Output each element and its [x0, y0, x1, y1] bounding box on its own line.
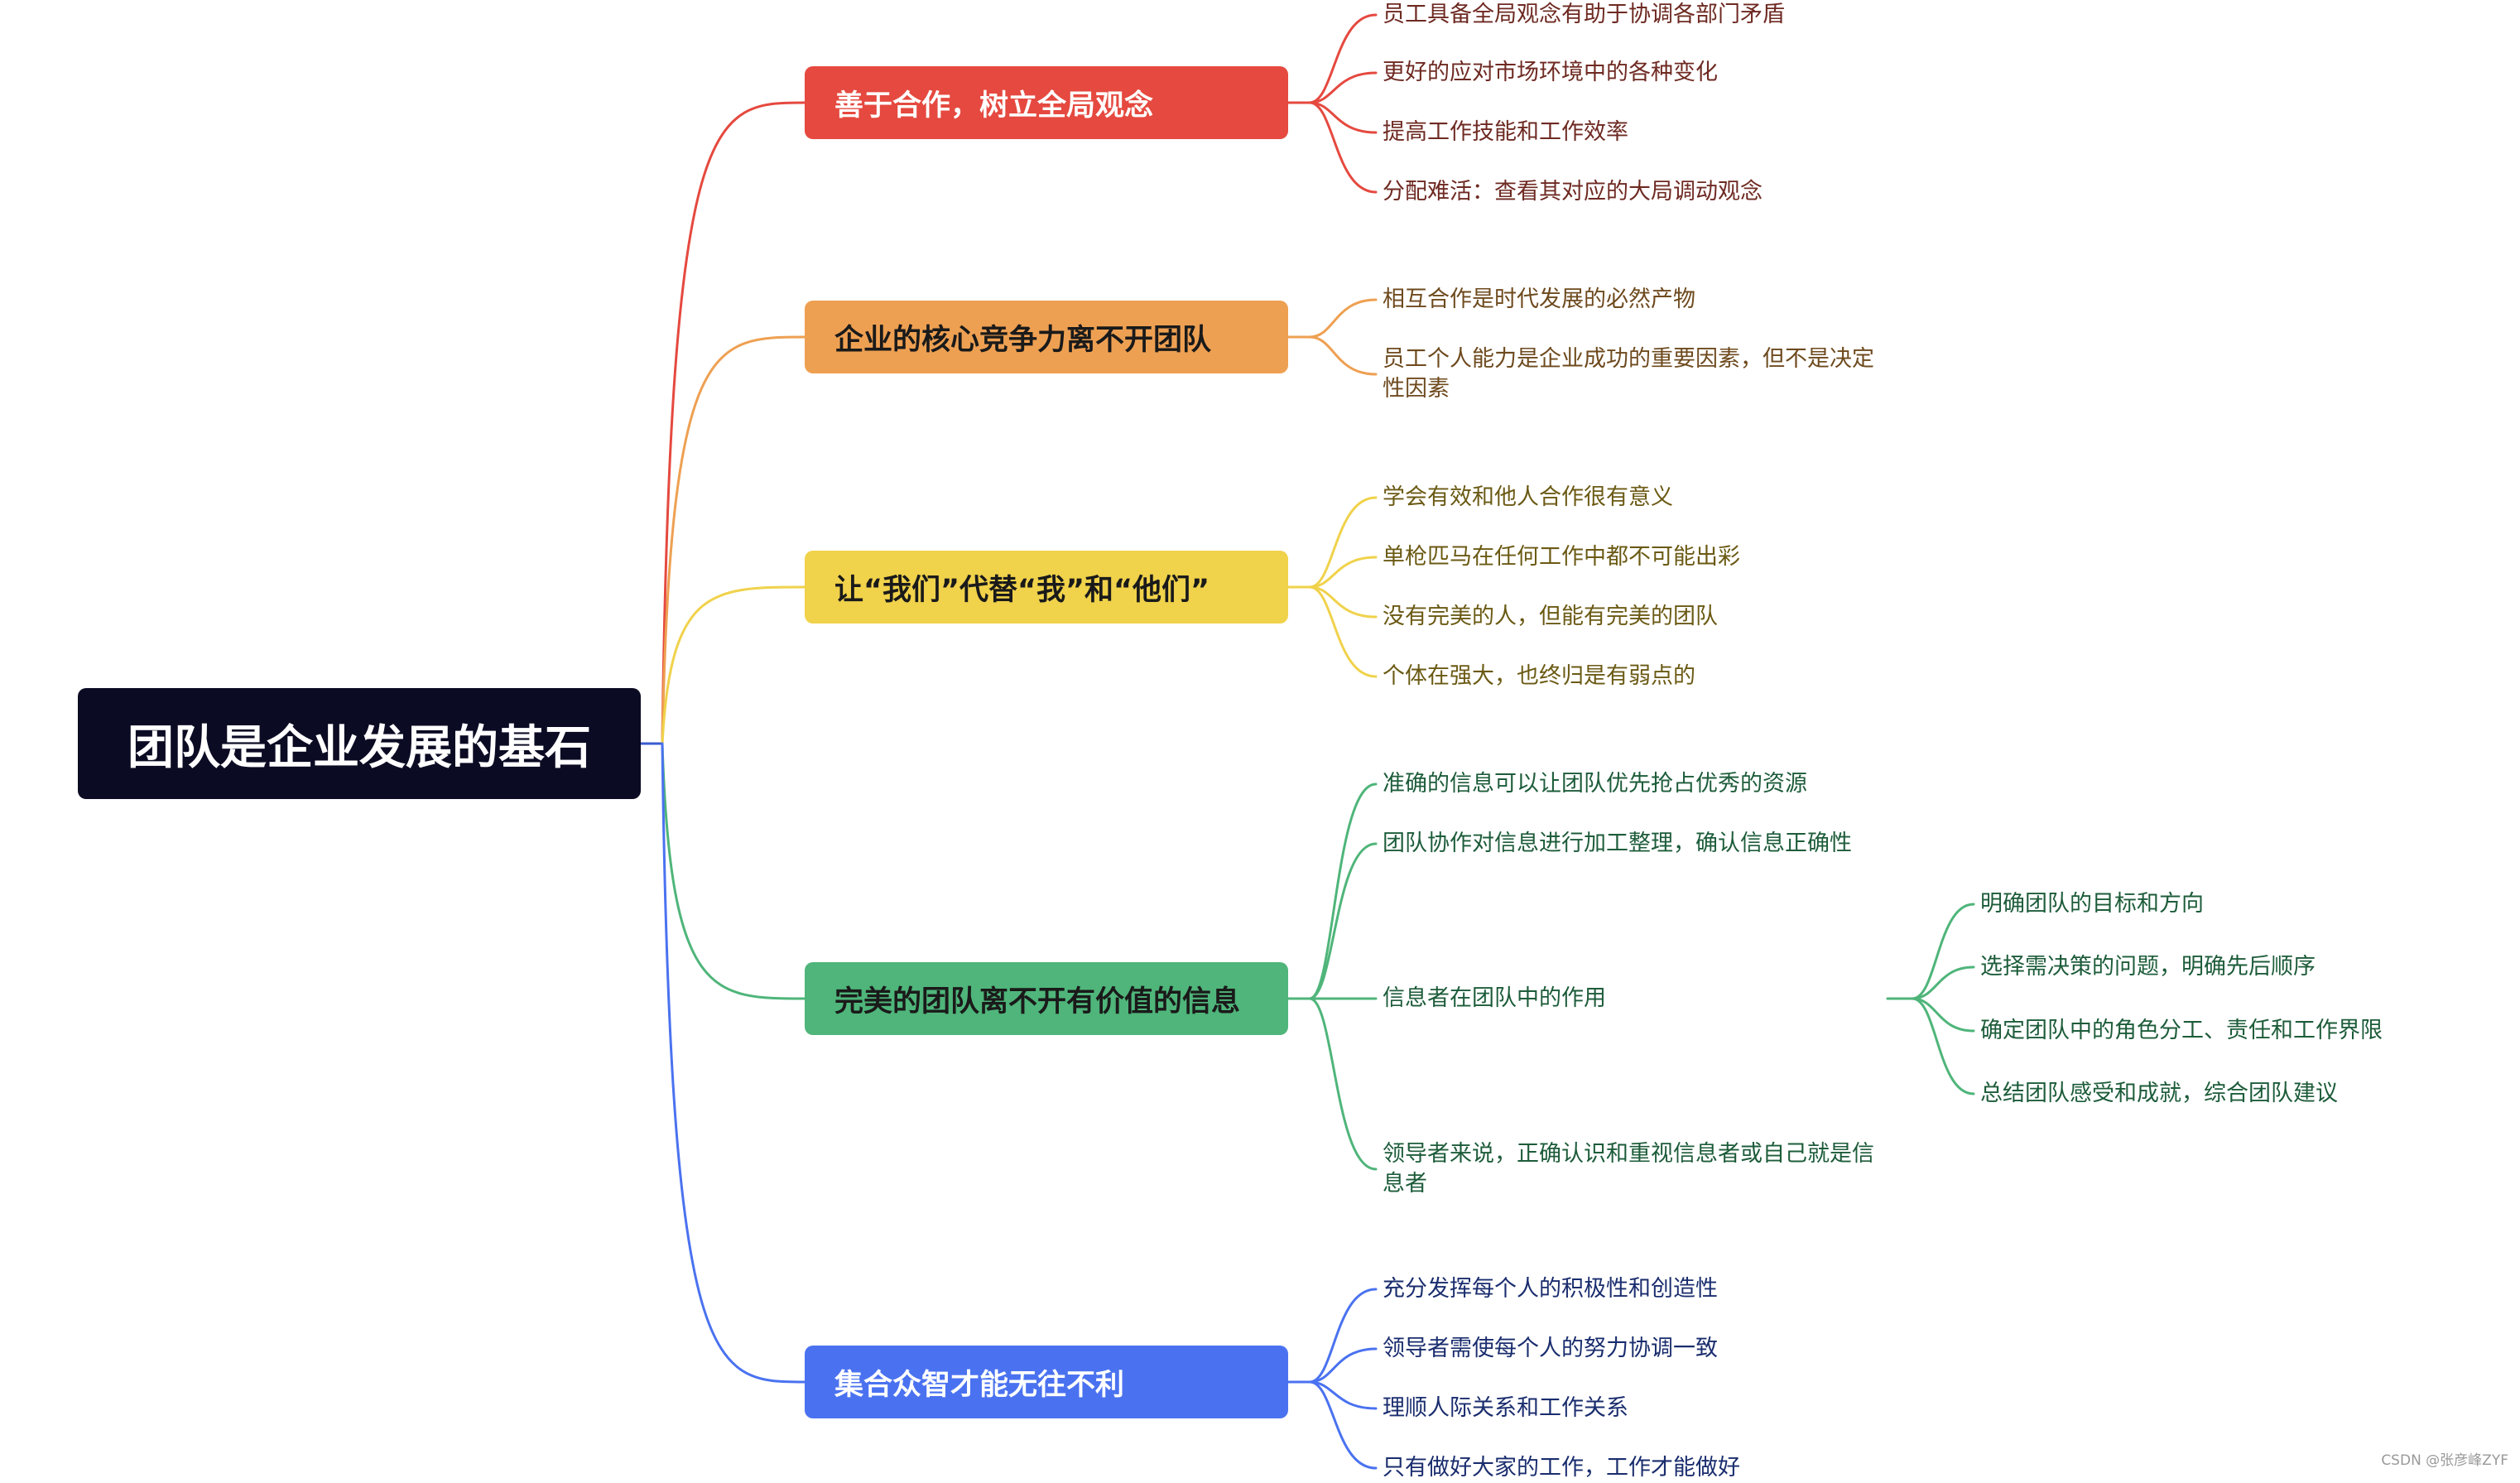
connector-line [1308, 1347, 1378, 1384]
branch-we-instead-of-me[interactable]: 让“我们”代替“我”和“他们” [805, 551, 1288, 624]
leaf-node[interactable]: 充分发挥每个人的积极性和创造性 [1383, 1276, 1718, 1302]
leaf-node[interactable]: 领导者来说，正确认识和重视信息者或自己就是信息者 [1383, 1141, 1874, 1197]
connector-line [1308, 585, 1378, 678]
leaf-node[interactable]: 更好的应对市场环境中的各种变化 [1383, 60, 1718, 85]
connector-line [1911, 997, 1975, 1033]
leaf-node[interactable]: 信息者在团队中的作用 [1383, 985, 1606, 1011]
sub-leaf-node[interactable]: 总结团队感受和成就，综合团队建议 [1980, 1081, 2338, 1106]
connector-line [661, 585, 806, 745]
connector-line [1308, 71, 1378, 104]
branch-collective-wisdom[interactable]: 集合众智才能无往不利 [805, 1346, 1288, 1418]
connector-line [1308, 1380, 1378, 1470]
leaf-node[interactable]: 领导者需使每个人的努力协调一致 [1383, 1336, 1718, 1361]
connector-line [1308, 298, 1378, 339]
leaf-node[interactable]: 单枪匹马在任何工作中都不可能出彩 [1383, 544, 1740, 570]
leaf-node[interactable]: 提高工作技能和工作效率 [1383, 119, 1628, 145]
sub-leaf-node[interactable]: 选择需决策的问题，明确先后顺序 [1980, 954, 2316, 980]
sub-leaf-node[interactable]: 确定团队中的角色分工、责任和工作界限 [1980, 1018, 2383, 1043]
leaf-node[interactable]: 分配难活：查看其对应的大局调动观念 [1383, 179, 1763, 205]
leaf-node[interactable]: 没有完美的人，但能有完美的团队 [1383, 604, 1718, 629]
branch-label: 完美的团队离不开有价值的信息 [834, 985, 1241, 1018]
connector-line [1308, 101, 1378, 194]
connector-line [1911, 965, 1975, 1000]
root-node[interactable]: 团队是企业发展的基石 [78, 688, 641, 799]
leaf-node[interactable]: 学会有效和他人合作很有意义 [1383, 484, 1673, 510]
connector-line [1308, 496, 1378, 589]
branch-valuable-information[interactable]: 完美的团队离不开有价值的信息 [805, 962, 1288, 1035]
leaf-node[interactable]: 准确的信息可以让团队优先抢占优秀的资源 [1383, 771, 1807, 797]
sub-leaf-node[interactable]: 明确团队的目标和方向 [1980, 891, 2204, 917]
branch-label: 让“我们”代替“我”和“他们” [834, 573, 1210, 607]
branch-label: 善于合作，树立全局观念 [834, 89, 1154, 123]
branch-core-competitiveness[interactable]: 企业的核心竞争力离不开团队 [805, 301, 1288, 373]
leaf-node[interactable]: 相互合作是时代发展的必然产物 [1383, 286, 1695, 312]
watermark: CSDN @张彦峰ZYF [2381, 1452, 2508, 1469]
leaf-node[interactable]: 员工具备全局观念有助于协调各部门矛盾 [1383, 2, 1785, 27]
connector-line [661, 742, 806, 1000]
connector-line [1308, 585, 1378, 619]
leaf-node[interactable]: 员工个人能力是企业成功的重要因素，但不是决定性因素 [1383, 346, 1874, 402]
connector-line [661, 742, 806, 1384]
leaf-node[interactable]: 团队协作对信息进行加工整理，确认信息正确性 [1383, 831, 1852, 856]
branch-cooperation[interactable]: 善于合作，树立全局观念 [805, 66, 1288, 139]
leaf-node[interactable]: 只有做好大家的工作，工作才能做好 [1383, 1455, 1740, 1481]
connector-line [1308, 101, 1378, 134]
connector-line [661, 335, 806, 745]
connector-line [1308, 335, 1378, 376]
connector-line [1308, 1288, 1378, 1384]
connector-line [1308, 997, 1378, 1171]
connector-line [1308, 556, 1378, 589]
branch-label: 企业的核心竞争力离不开团队 [834, 323, 1212, 357]
connector-line [661, 101, 806, 745]
connector-line [1911, 997, 1975, 1095]
branch-label: 集合众智才能无往不利 [834, 1368, 1125, 1402]
connector-line [1308, 1380, 1378, 1410]
connector-line [1911, 903, 1975, 1000]
connector-line [1308, 13, 1378, 104]
root-title: 团队是企业发展的基石 [127, 720, 591, 775]
connector-line [1308, 842, 1378, 1000]
leaf-node[interactable]: 个体在强大，也终归是有弱点的 [1383, 663, 1695, 689]
connector-line [1308, 782, 1378, 1000]
leaf-node[interactable]: 理顺人际关系和工作关系 [1383, 1395, 1628, 1421]
